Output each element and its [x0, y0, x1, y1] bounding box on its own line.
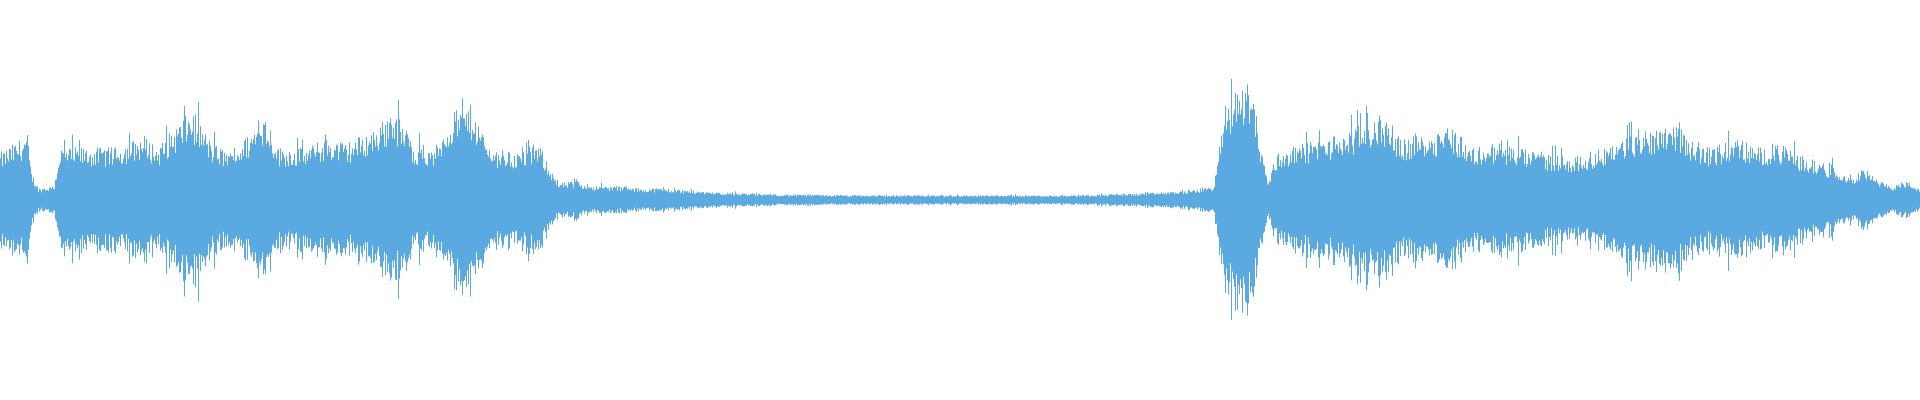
- waveform-view[interactable]: [0, 0, 1920, 400]
- audio-waveform[interactable]: [0, 0, 1920, 400]
